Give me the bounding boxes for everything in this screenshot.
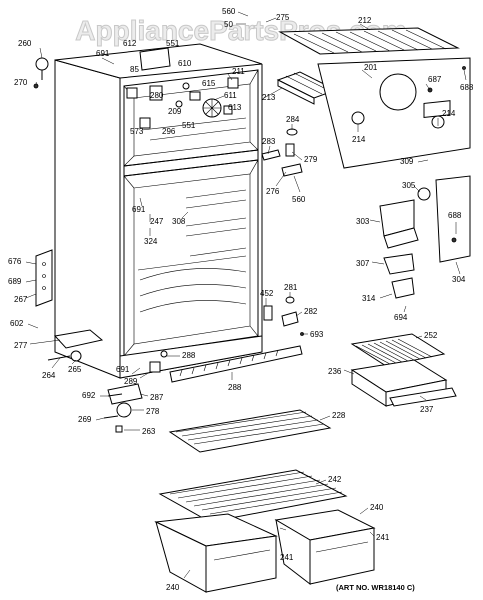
part-label: 551 [166,39,180,48]
fresh-food-control [379,187,431,299]
part-label: 209 [168,107,182,116]
part-label: 284 [286,115,300,124]
part-label: 281 [284,283,298,292]
part-labels: 560 50 275 212 260 691 612 551 85 610 21… [8,7,474,592]
part-label: 214 [352,135,366,144]
part-label: 610 [178,59,192,68]
part-label: 452 [260,289,274,298]
part-label: 260 [18,39,32,48]
part-label: 214 [442,109,456,118]
thermostat-parts [261,128,303,177]
part-label: 228 [332,411,346,420]
art-number: (ART NO. WR18140 C) [336,583,415,592]
air-duct [435,175,471,263]
part-label: 615 [202,79,216,88]
door-bins [154,509,376,593]
part-label: 687 [428,75,442,84]
part-label: 691 [116,365,130,374]
part-label: 289 [124,377,138,386]
freezer-shelf [278,27,460,55]
part-label: 602 [10,319,24,328]
part-label: 282 [304,307,318,316]
part-label: 288 [182,351,196,360]
leader-lines [25,11,467,579]
part-label: 314 [362,294,376,303]
part-label: 236 [328,367,342,376]
part-label: 324 [144,237,158,246]
part-label: 279 [304,155,318,164]
part-label: 269 [78,415,92,424]
part-label: 240 [166,583,180,592]
part-label: 263 [142,427,156,436]
part-label: 252 [424,331,438,340]
part-label: 304 [452,275,466,284]
part-label: 242 [328,475,342,484]
part-label: 201 [364,63,378,72]
part-label: 287 [150,393,164,402]
bottom-hardware [47,345,303,433]
part-label: 691 [132,205,146,214]
part-label: 213 [262,93,276,102]
part-label: 305 [402,181,416,190]
part-label: 689 [8,277,22,286]
part-label: 688 [460,83,474,92]
part-label: 560 [292,195,306,204]
part-label: 241 [376,533,390,542]
part-label: 693 [310,330,324,339]
leveling-leg [33,57,49,89]
part-label: 309 [400,157,414,166]
part-label: 613 [228,103,242,112]
part-label: 283 [262,137,276,146]
part-label: 85 [130,65,139,74]
glass-shelf [158,469,348,523]
crisper-drawers [350,333,457,407]
part-label: 611 [224,91,237,100]
part-label: 270 [14,78,28,87]
part-label: 211 [232,67,245,76]
part-label: 296 [162,127,176,136]
part-label: 694 [394,313,408,322]
part-label: 280 [150,91,164,100]
part-label: 551 [182,121,196,130]
part-label: 264 [42,371,56,380]
part-label: 308 [172,217,186,226]
part-label: 612 [123,39,137,48]
part-label: 303 [356,217,370,226]
fresh-food-shelf [168,409,332,453]
part-label: 676 [8,257,22,266]
part-label: 288 [228,383,242,392]
part-label: 240 [370,503,384,512]
part-label: 560 [222,7,236,16]
part-label: 212 [358,16,372,25]
part-label: 307 [356,259,370,268]
small-hardware [263,296,304,336]
evaporator-cover [317,57,471,169]
part-label: 265 [68,365,82,374]
label-plate [423,100,451,118]
part-label: 688 [448,211,462,220]
part-label: 691 [96,49,110,58]
part-label: 277 [14,341,28,350]
part-label: 275 [276,13,290,22]
fan-control-assembly [126,47,239,129]
part-label: 276 [266,187,280,196]
part-label: 573 [130,127,144,136]
part-label: 50 [224,20,233,29]
part-label: 267 [14,295,28,304]
part-label: 278 [146,407,160,416]
part-label: 692 [82,391,96,400]
part-label: 247 [150,217,164,226]
part-label: 241 [280,553,294,562]
part-label: 237 [420,405,434,414]
